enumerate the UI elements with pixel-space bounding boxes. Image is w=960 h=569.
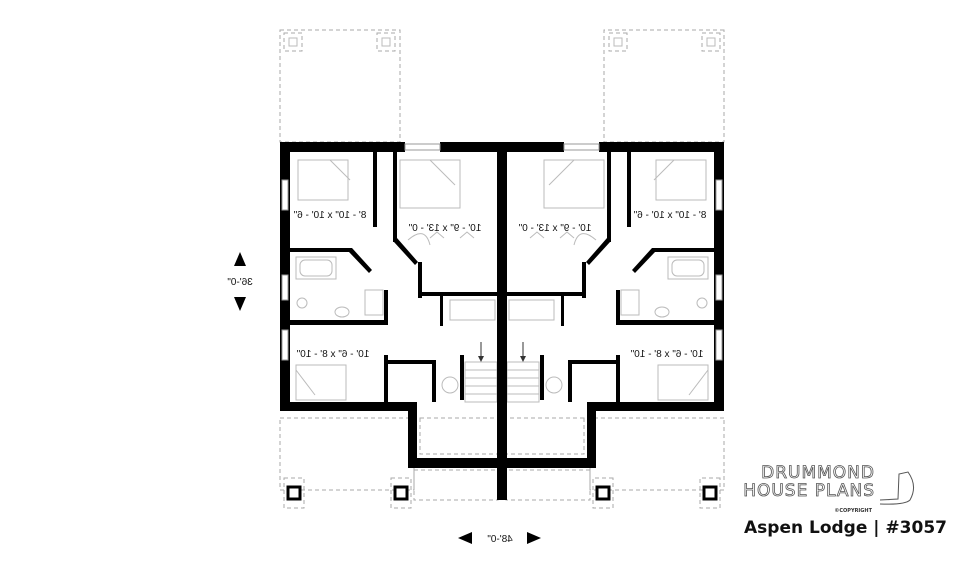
right-unit xyxy=(502,28,726,510)
room-label-bedroom-1: 8' - 10" x 10' - 6" xyxy=(293,210,366,221)
left-unit xyxy=(278,28,502,510)
party-wall xyxy=(497,142,507,500)
arrow-up-icon xyxy=(234,252,246,266)
plan-caption: Aspen Lodge | #3057 xyxy=(744,518,947,538)
room-label-bedroom-3: 10' - 6" x 8' - 10" xyxy=(296,349,369,360)
logo-copyright: ©COPYRIGHT xyxy=(834,508,872,514)
room-label-bedroom-4: 10' - 9" x 13' - 0" xyxy=(518,223,591,234)
logo-line-2: HOUSE PLANS xyxy=(743,481,875,501)
room-label-bedroom-5: 8' - 10" x 10' - 6" xyxy=(633,210,706,221)
arrow-right-icon xyxy=(527,532,541,544)
arrow-left-icon xyxy=(458,532,472,544)
room-label-bedroom-2: 10' - 9" x 13' - 0" xyxy=(408,223,481,234)
width-dimension: 48'-0" xyxy=(487,534,513,545)
logo-line-1: DRUMMOND xyxy=(761,463,875,483)
depth-dimension: 36'-0" xyxy=(227,277,253,288)
arrow-down-icon xyxy=(234,297,246,311)
room-label-bedroom-6: 10' - 6" x 8' - 10" xyxy=(630,349,703,360)
drummond-logo: DRUMMOND HOUSE PLANS ©COPYRIGHT xyxy=(743,463,914,514)
